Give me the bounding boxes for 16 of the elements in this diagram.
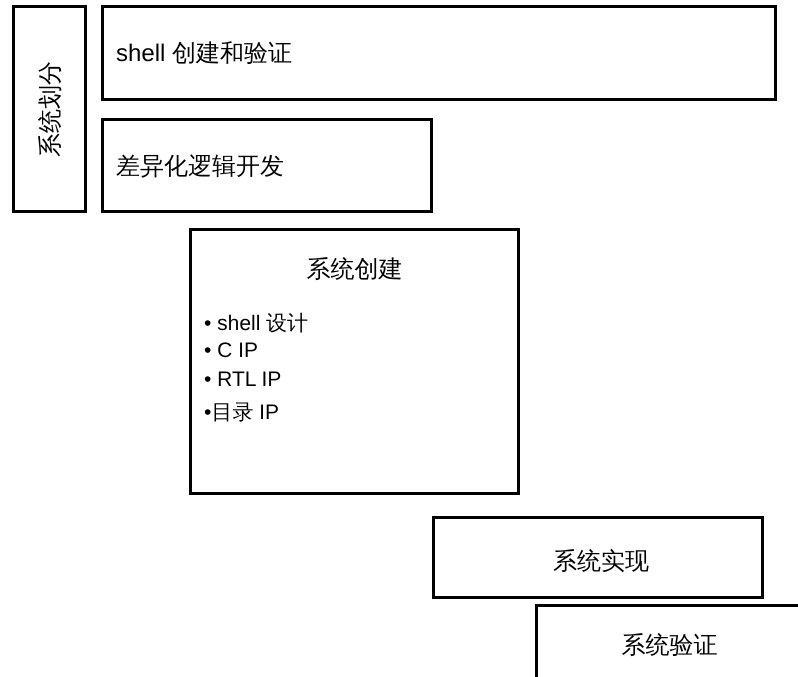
box-label: 差异化逻辑开发 xyxy=(116,152,284,182)
process-box xyxy=(535,604,798,677)
box-label: 系统验证 xyxy=(622,631,718,661)
bullet-item: • C IP xyxy=(204,338,258,362)
process-box xyxy=(189,228,520,495)
process-box xyxy=(101,118,433,213)
box-label: 系统创建 xyxy=(306,255,402,285)
bullet-item: • RTL IP xyxy=(204,368,282,392)
box-label: shell 创建和验证 xyxy=(116,39,292,69)
process-box xyxy=(101,5,777,101)
process-box xyxy=(432,516,764,599)
bullet-item: • shell 设计 xyxy=(204,311,308,337)
box-label: 系统划分 xyxy=(36,61,64,157)
bullet-item: •目录 IP xyxy=(204,400,280,426)
box-label: 系统实现 xyxy=(553,546,649,576)
process-box xyxy=(12,5,87,213)
